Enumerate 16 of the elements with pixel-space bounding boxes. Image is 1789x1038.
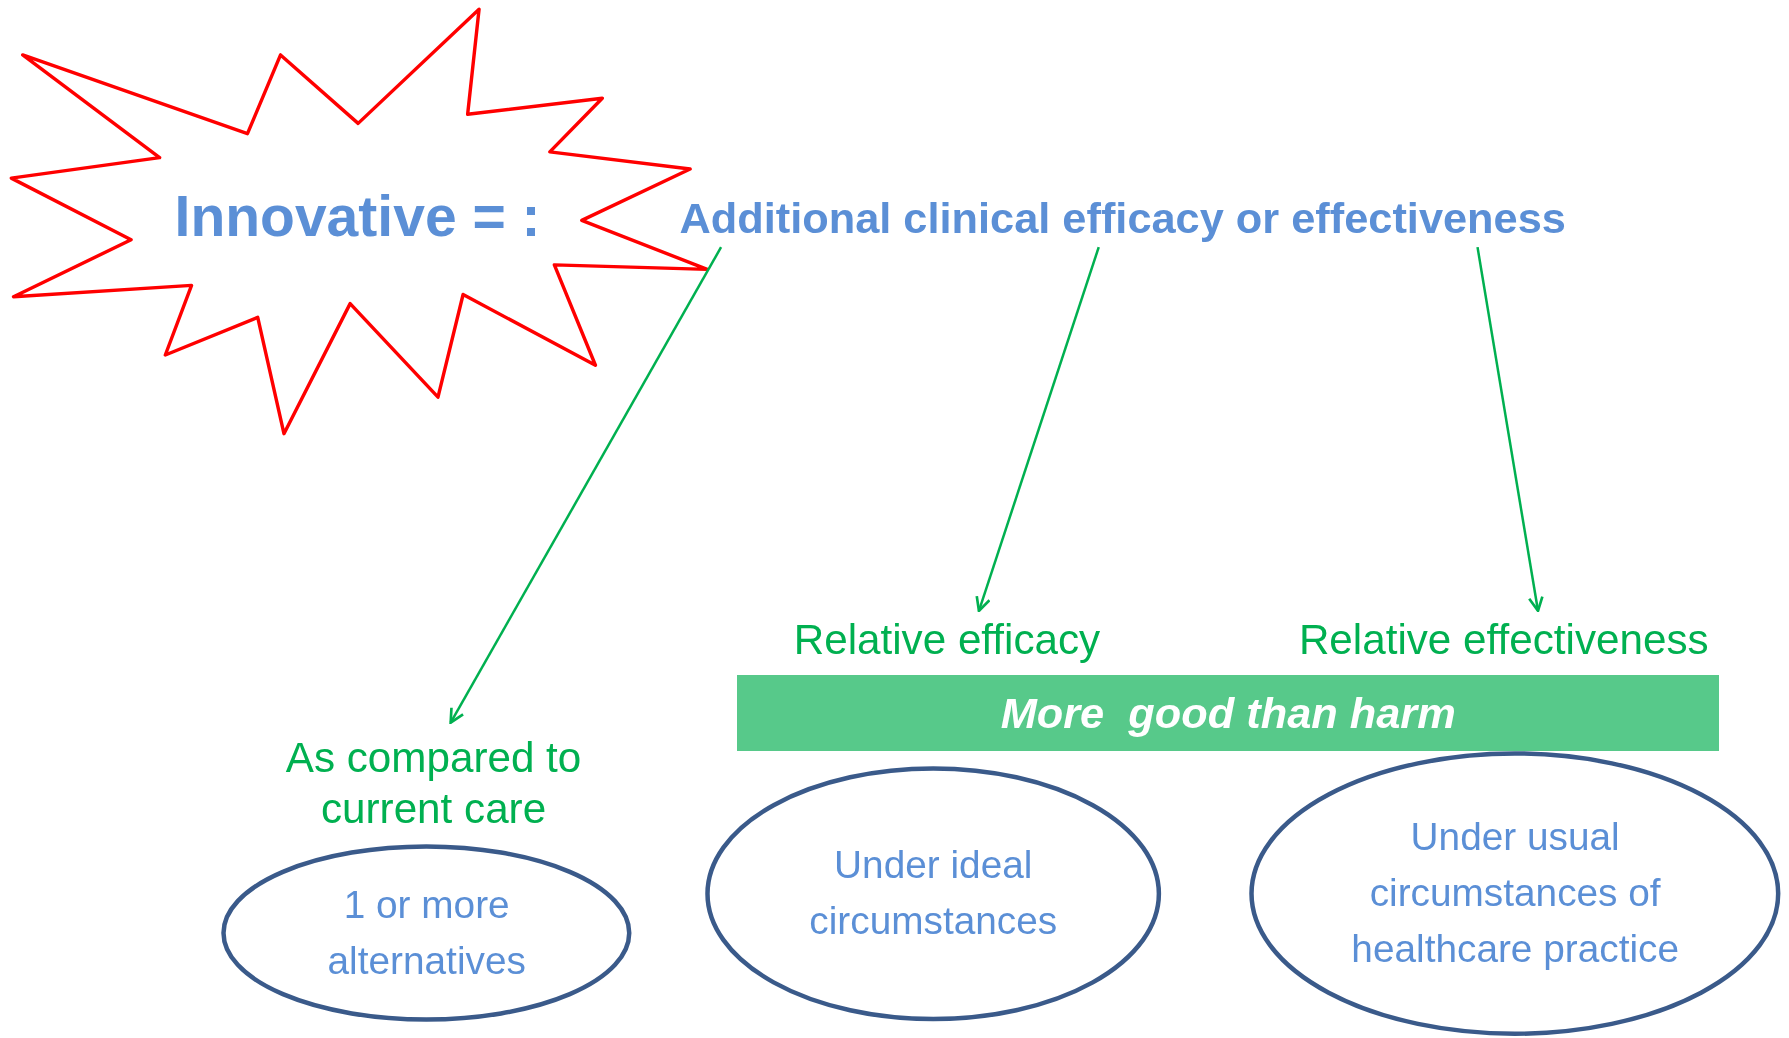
node-label: As compared to current care: [262, 725, 605, 842]
ellipse-shape: [705, 765, 1162, 1022]
arrow: [449, 246, 723, 724]
node-label: Relative efficacy: [766, 613, 1128, 667]
arrow: [1476, 246, 1544, 613]
ellipse-text: Under ideal circumstances: [808, 842, 1059, 945]
banner-text: More good than harm: [1000, 688, 1456, 738]
banner-bar: [737, 675, 1720, 751]
node-label: Relative effectiveness: [1264, 613, 1744, 667]
node-label: Additional clinical efficacy or effectiveness: [630, 191, 1615, 245]
ellipse-shape: [221, 844, 633, 1023]
ellipse-text: 1 or more alternatives: [326, 882, 527, 985]
ellipse-text: Under usual circumstances of healthcare practice: [1350, 813, 1680, 973]
arrow: [975, 246, 1100, 613]
ellipse-shape: [1249, 750, 1781, 1036]
heading-text: Innovative = :: [174, 182, 541, 249]
